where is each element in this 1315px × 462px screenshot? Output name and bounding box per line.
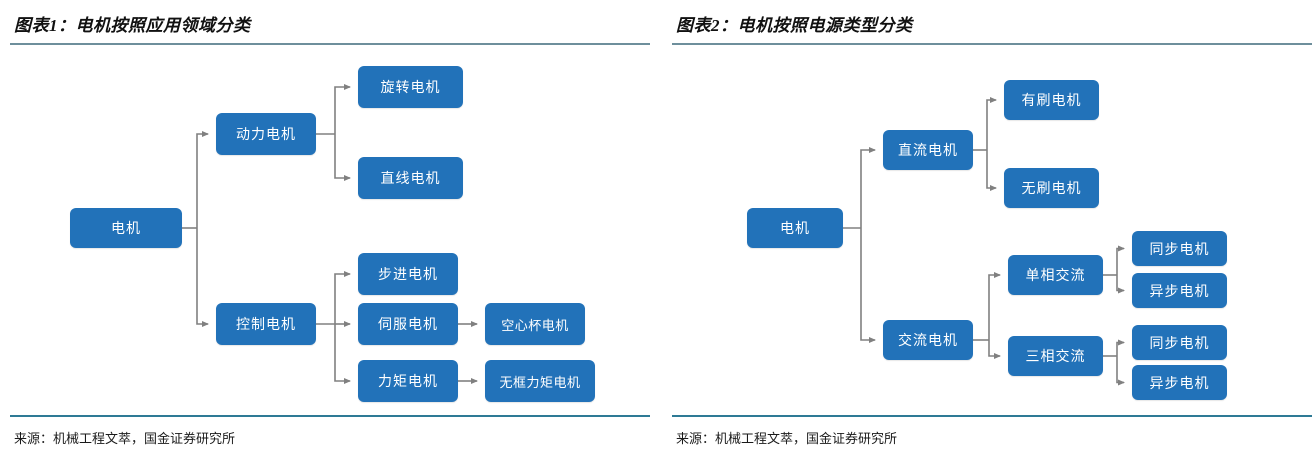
panel-left-title: 图表1：电机按照应用领域分类: [14, 16, 251, 35]
tree-node: 电机: [747, 208, 843, 248]
tree-node: 伺服电机: [358, 303, 458, 345]
tree-node-label: 异步电机: [1149, 374, 1210, 391]
tree-connector: [196, 228, 209, 327]
tree-node-label: 无框力矩电机: [499, 374, 581, 390]
tree-node-label: 单相交流: [1025, 267, 1086, 283]
panel-left-source: 来源：机械工程文萃，国金证券研究所: [14, 431, 236, 446]
tree-node-label: 三相交流: [1025, 348, 1086, 364]
tree-connector: [986, 97, 997, 150]
panel-right-diagram: 电机直流电机有刷电机无刷电机交流电机单相交流三相交流同步电机异步电机同步电机异步…: [672, 48, 1315, 410]
tree-node-label: 电机: [780, 220, 810, 236]
tree-connector: [986, 150, 997, 191]
tree-node-label: 交流电机: [898, 332, 958, 348]
tree-connector: [1116, 339, 1125, 356]
tree-connector: [1116, 275, 1125, 294]
tree-node: 电机: [70, 208, 182, 248]
tree-node-label: 伺服电机: [378, 316, 438, 332]
tree-node: 旋转电机: [358, 66, 463, 108]
tree-node: 有刷电机: [1004, 80, 1099, 120]
panel-right-title-rule: [672, 43, 1312, 45]
tree-node-label: 控制电机: [236, 316, 296, 332]
tree-node: 无框力矩电机: [485, 360, 595, 402]
tree-node: 力矩电机: [358, 360, 458, 402]
tree-node: 步进电机: [358, 253, 458, 295]
tree-node-label: 同步电机: [1149, 334, 1210, 351]
tree-node-label: 空心杯电机: [501, 317, 569, 333]
tree-connector: [196, 131, 209, 228]
tree-node: 空心杯电机: [485, 303, 585, 345]
tree-connector: [1116, 245, 1125, 275]
tree-connector: [1116, 356, 1125, 386]
tree-node-label: 异步电机: [1149, 282, 1210, 299]
tree-node: 动力电机: [216, 113, 316, 155]
tree-node-label: 直线电机: [380, 170, 441, 186]
tree-connector: [334, 134, 351, 181]
tree-node: 无刷电机: [1004, 168, 1099, 208]
panel-right-footer-rule: [672, 415, 1312, 417]
tree-node-label: 无刷电机: [1021, 180, 1082, 196]
tree-node-label: 电机: [111, 220, 141, 236]
tree-node: 同步电机: [1132, 231, 1227, 266]
tree-connector: [860, 228, 876, 343]
tree-node: 单相交流: [1008, 255, 1103, 295]
tree-node-label: 步进电机: [378, 266, 438, 282]
tree-connector: [860, 147, 876, 228]
tree-node-label: 动力电机: [236, 126, 296, 142]
tree-node: 异步电机: [1132, 273, 1227, 308]
tree-node-label: 力矩电机: [378, 373, 438, 389]
panel-right: 图表2：电机按照电源类型分类 电机 直流电机 有刷电机无刷电机交流电机 单相交流三相交…: [672, 0, 1315, 462]
panel-left-diagram: 电机 动力电机 旋转电机直线电机控制电机 步进电机伺服电机力矩电机 空心杯电机无框力矩电…: [10, 48, 655, 410]
tree-node: 控制电机: [216, 303, 316, 345]
tree-connector: [334, 324, 351, 384]
tree-node: 直流电机: [883, 130, 973, 170]
tree-node: 交流电机: [883, 320, 973, 360]
tree-node-label: 直流电机: [898, 142, 958, 158]
tree-node-label: 旋转电机: [380, 79, 441, 95]
tree-node-label: 有刷电机: [1021, 92, 1082, 108]
tree-node: 三相交流: [1008, 336, 1103, 376]
tree-node-label: 同步电机: [1149, 240, 1210, 257]
panel-right-title: 图表2：电机按照电源类型分类: [676, 16, 913, 35]
panel-right-source: 来源：机械工程文萃，国金证券研究所: [676, 431, 898, 446]
tree-connector: [988, 340, 1001, 359]
tree-connector: [334, 271, 351, 324]
tree-node: 直线电机: [358, 157, 463, 199]
panel-left-footer-rule: [10, 415, 650, 417]
tree-node: 异步电机: [1132, 365, 1227, 400]
tree-connector: [988, 272, 1001, 340]
panel-left-title-rule: [10, 43, 650, 45]
tree-node: 同步电机: [1132, 325, 1227, 360]
tree-connector: [334, 84, 351, 134]
panel-left: 图表1：电机按照应用领域分类 电机 动力电机 旋转电机直线电机控制电机 步进电机伺服电…: [10, 0, 655, 462]
